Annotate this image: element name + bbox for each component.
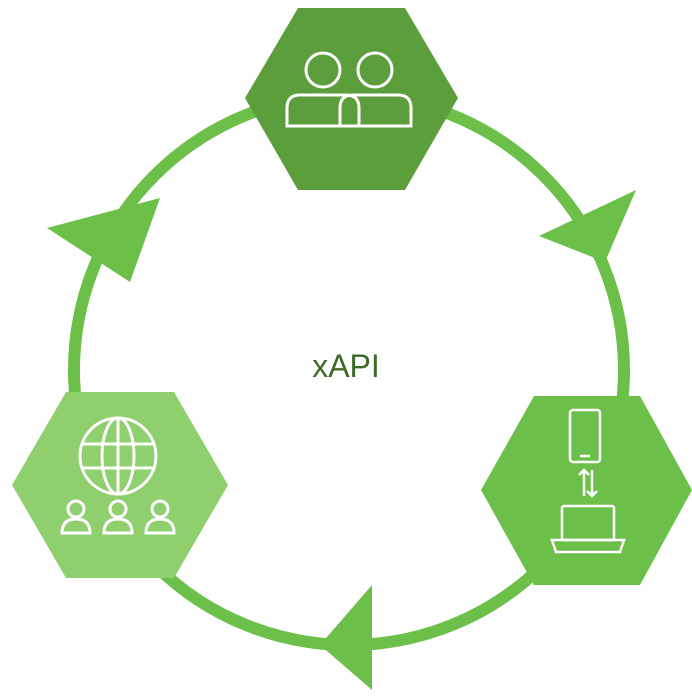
arrow-right [539, 190, 636, 262]
top-hexagon [245, 8, 458, 190]
people-pair-icon [285, 51, 413, 128]
center-label: xAPI [312, 348, 380, 384]
left-hexagon [12, 392, 228, 578]
arrow-bottom [320, 585, 372, 690]
globe-community-icon [60, 416, 176, 535]
arrow-left [47, 198, 160, 282]
phone-laptop-sync-icon [550, 408, 626, 554]
right-hexagon [481, 396, 692, 585]
